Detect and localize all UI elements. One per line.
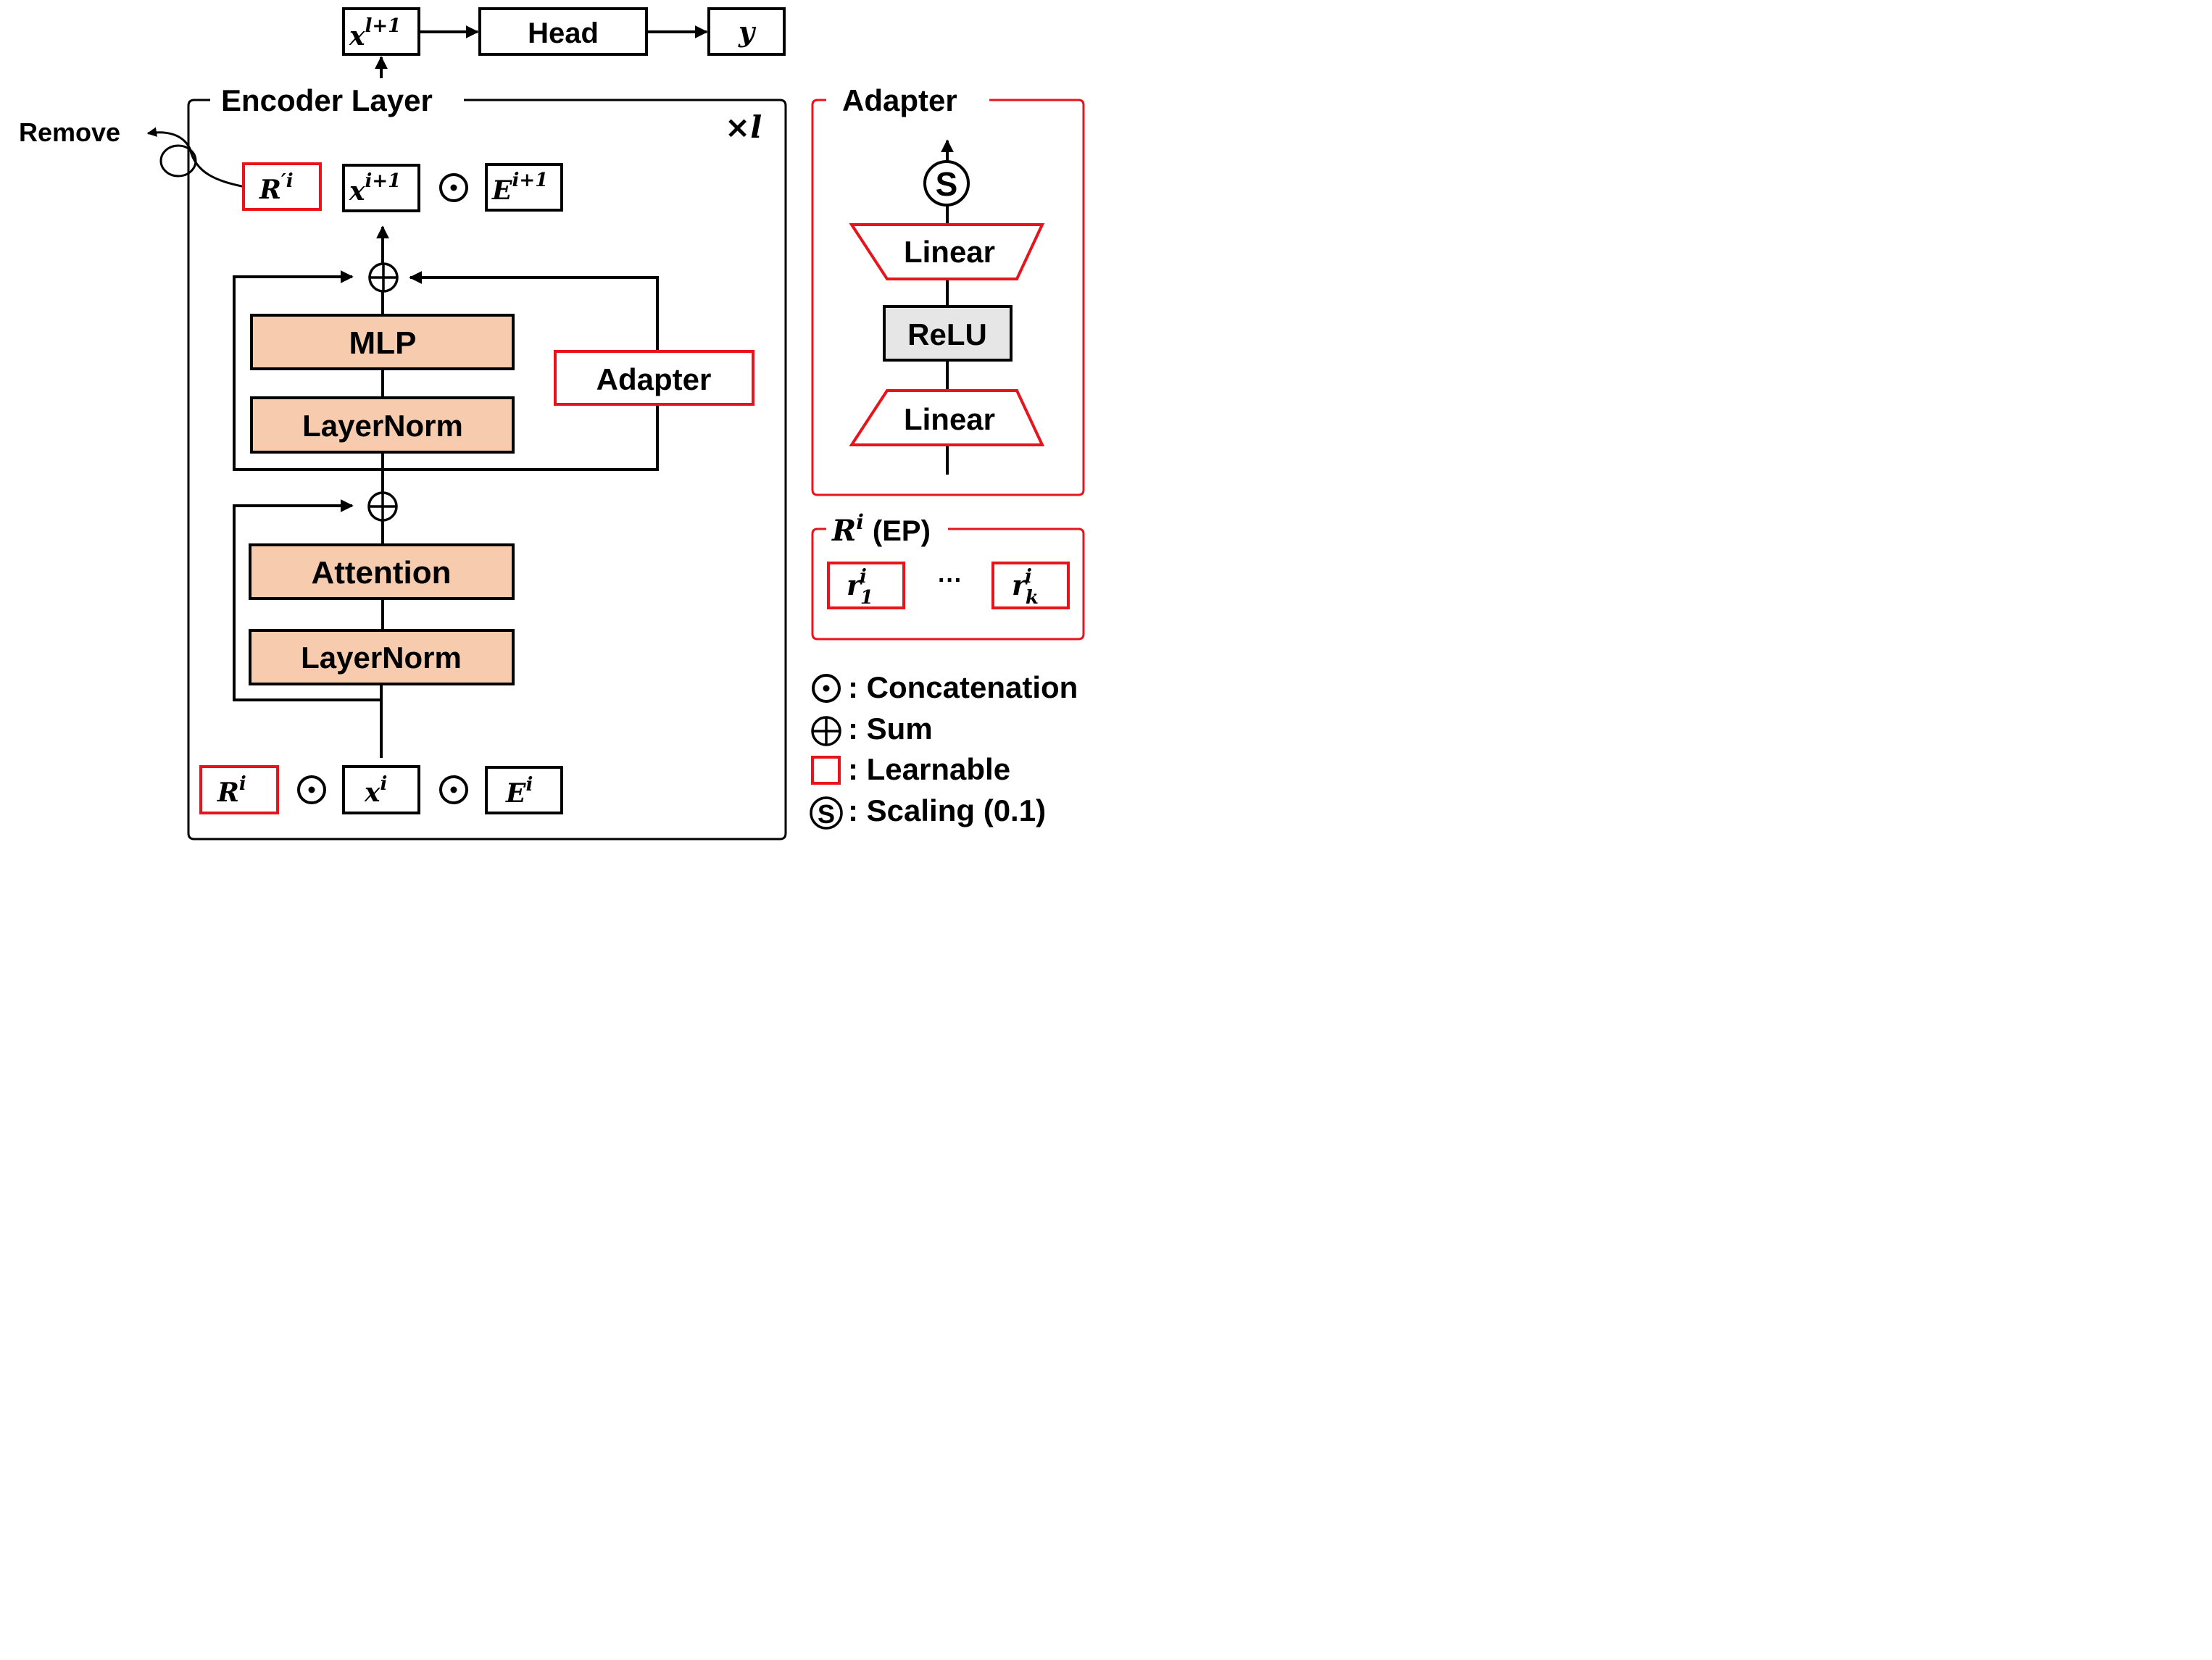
encoder-layer: Encoder Layer ×l Remove R′i xi+1 Ei+1: [19, 83, 787, 841]
x-in-label: xi: [364, 773, 387, 808]
concat-icon-out-1: [439, 173, 468, 202]
layernorm-top-block: [250, 396, 515, 454]
mlp-label: MLP: [349, 325, 417, 361]
remove-curve: [146, 127, 246, 188]
legend-concat-label: : Concatenation: [848, 670, 1078, 704]
x-next-box: [342, 7, 420, 56]
e-in-box: [485, 766, 563, 814]
legend-scaling-label: : Scaling (0.1): [848, 793, 1046, 827]
repeat-label: ×l: [725, 109, 762, 145]
layernorm-bottom-block: [249, 629, 515, 685]
layernorm-top-label: LayerNorm: [302, 409, 463, 443]
relu-label: ReLU: [907, 317, 987, 351]
e-in-label: Ei: [505, 774, 533, 809]
legend-concat-icon: [812, 674, 841, 703]
e-out-label: Ei+1: [491, 170, 548, 206]
linear-top-label: Linear: [904, 235, 995, 269]
architecture-diagram: xl+1 Head y Encoder Layer ×l Remove R′i …: [19, 7, 1085, 841]
adapter-panel-title: Adapter: [842, 83, 957, 117]
adapter-label: Adapter: [596, 362, 712, 396]
remove-label: Remove: [19, 117, 120, 147]
x-in-box: [342, 765, 420, 814]
adapter-block: [554, 350, 754, 406]
r-in-box: [199, 765, 279, 814]
e-out-box: [485, 163, 563, 212]
attention-block: [249, 543, 515, 600]
x-next-label: xl+1: [349, 15, 401, 51]
attention-label: Attention: [311, 555, 451, 591]
x-out-box: [342, 164, 420, 212]
relu-block: [883, 305, 1013, 362]
adapter-panel-frame: [811, 99, 1085, 496]
legend-sum-icon: [811, 716, 841, 746]
encoder-frame: [187, 99, 787, 841]
svg-text:S: S: [818, 799, 835, 829]
legend: : Concatenation : Sum : Learnable S : Sc…: [810, 670, 1078, 830]
ep-panel-title: Ri(EP): [831, 510, 931, 548]
r-prime-label: R′i: [259, 170, 294, 205]
y-label: y: [738, 15, 757, 48]
top-row: xl+1 Head y: [342, 7, 786, 78]
ep-panel-frame: [811, 527, 1085, 641]
rk-box: [991, 562, 1070, 609]
adapter-panel: Adapter S Linear ReLU Linear: [811, 83, 1085, 496]
ep-ellipsis: ···: [938, 567, 962, 594]
r-in-label: Ri: [217, 773, 246, 808]
legend-learnable-label: : Learnable: [848, 752, 1010, 786]
sum-icon-top: [368, 262, 399, 293]
residual-mlp-left: [233, 270, 383, 471]
scaling-icon: S: [923, 160, 970, 207]
head-label: Head: [528, 17, 599, 49]
concat-icon-in-1: [297, 775, 326, 804]
mlp-block: [250, 314, 515, 370]
svg-text:S: S: [936, 165, 958, 203]
r1-box: [827, 562, 905, 609]
linear-down-block: [849, 223, 1045, 280]
r-prime-box: [242, 162, 322, 211]
sum-icon-bottom: [367, 491, 398, 522]
legend-sum-label: : Sum: [848, 712, 933, 746]
concat-icon-in-2: [439, 775, 468, 804]
legend-learnable-icon: [811, 756, 841, 785]
legend-scaling-icon: S: [810, 796, 843, 830]
encoder-title: Encoder Layer: [221, 83, 433, 117]
linear-up-block: [849, 389, 1045, 446]
residual-attn-left: [233, 499, 381, 701]
y-box: [707, 7, 786, 56]
layernorm-bottom-label: LayerNorm: [301, 641, 462, 675]
linear-bottom-label: Linear: [904, 402, 995, 436]
x-out-label: xi+1: [349, 170, 401, 207]
